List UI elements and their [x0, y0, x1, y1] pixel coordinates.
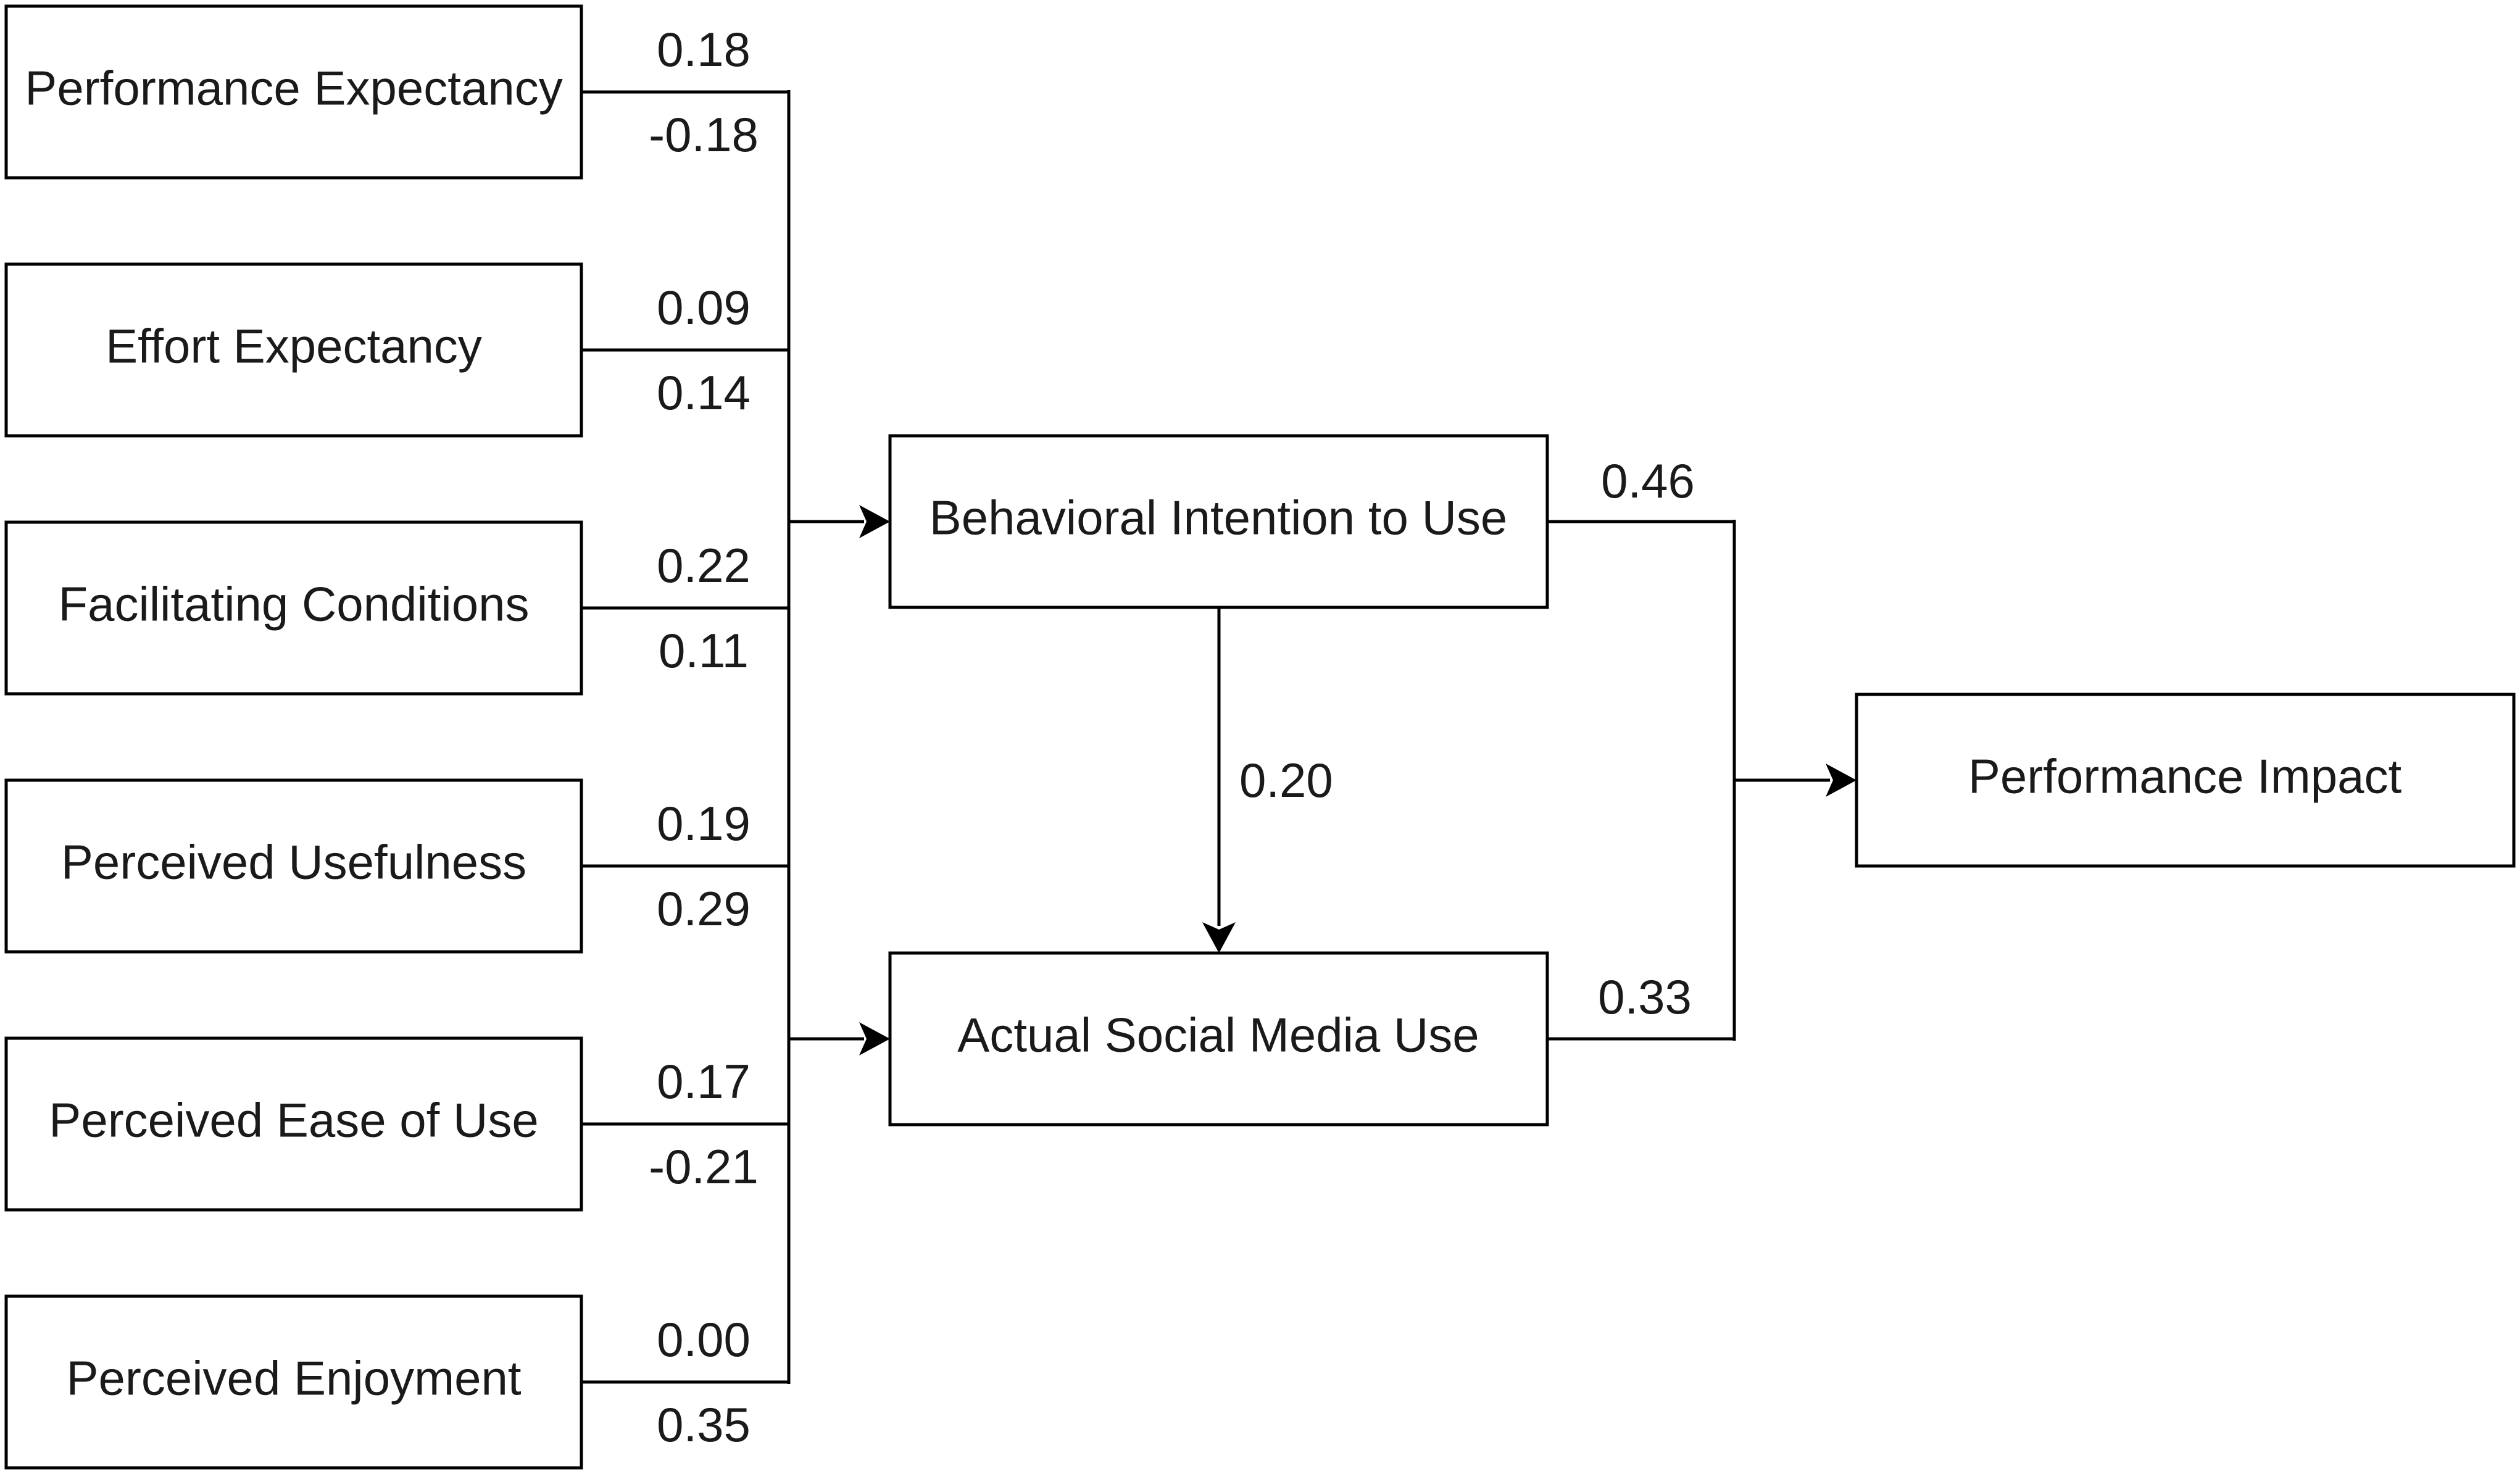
coef-fc-intention: 0.22 [657, 538, 751, 593]
coef-pu-intention: 0.19 [657, 796, 751, 851]
mediator-behavioral-intention: Behavioral Intention to Use [888, 434, 1549, 609]
coef-intention-to-use: 0.20 [1239, 753, 1333, 807]
coef-penj-use: 0.35 [657, 1397, 751, 1452]
predictor-facilitating-conditions: Facilitating Conditions [4, 520, 583, 696]
coef-peou-use: -0.21 [649, 1139, 759, 1194]
arrow-trunk-to-intention [789, 505, 890, 538]
predictor-connectors [581, 90, 791, 1384]
coef-penj-intention: 0.00 [657, 1312, 751, 1367]
coef-pe-use: -0.18 [649, 107, 759, 162]
predictor-label: Performance Expectancy [25, 61, 562, 115]
coef-peou-intention: 0.17 [657, 1054, 751, 1109]
predictor-label: Perceived Usefulness [61, 835, 526, 889]
outcome-label: Performance Impact [1968, 749, 2402, 804]
predictor-label: Perceived Ease of Use [49, 1093, 538, 1147]
coef-use-to-impact: 0.33 [1598, 970, 1692, 1024]
coef-pu-use: 0.29 [657, 881, 751, 936]
coef-ee-use: 0.14 [657, 365, 751, 420]
arrowhead-right-icon [1826, 764, 1857, 797]
arrowhead-right-icon [859, 505, 890, 538]
arrow-mediators-to-impact [1547, 520, 1857, 1041]
arrowhead-right-icon [859, 1022, 890, 1056]
outcome-performance-impact: Performance Impact [1855, 693, 2516, 868]
predictor-perceived-usefulness: Perceived Usefulness [4, 778, 583, 954]
arrow-intention-to-use [1202, 607, 1236, 953]
arrowhead-down-icon [1202, 922, 1236, 953]
predictor-effort-expectancy: Effort Expectancy [4, 262, 583, 438]
mediator-label: Actual Social Media Use [957, 1008, 1479, 1062]
predictor-coefficients: 0.18 -0.18 0.09 0.14 0.22 0.11 0.19 0.29… [649, 22, 759, 1452]
predictor-label: Facilitating Conditions [58, 577, 529, 631]
mediator-actual-social-media-use: Actual Social Media Use [888, 951, 1549, 1126]
predictor-performance-expectancy: Performance Expectancy [4, 4, 583, 180]
mediator-label: Behavioral Intention to Use [929, 491, 1508, 545]
predictor-perceived-enjoyment: Perceived Enjoyment [4, 1294, 583, 1470]
arrow-trunk-to-use [789, 1022, 890, 1056]
predictor-perceived-ease-of-use: Perceived Ease of Use [4, 1036, 583, 1212]
coef-ee-intention: 0.09 [657, 280, 751, 335]
coef-intention-to-impact: 0.46 [1601, 454, 1695, 508]
predictor-label: Effort Expectancy [106, 319, 482, 373]
predictor-label: Perceived Enjoyment [66, 1351, 521, 1405]
coef-pe-intention: 0.18 [657, 22, 751, 77]
coef-fc-use: 0.11 [659, 623, 749, 678]
